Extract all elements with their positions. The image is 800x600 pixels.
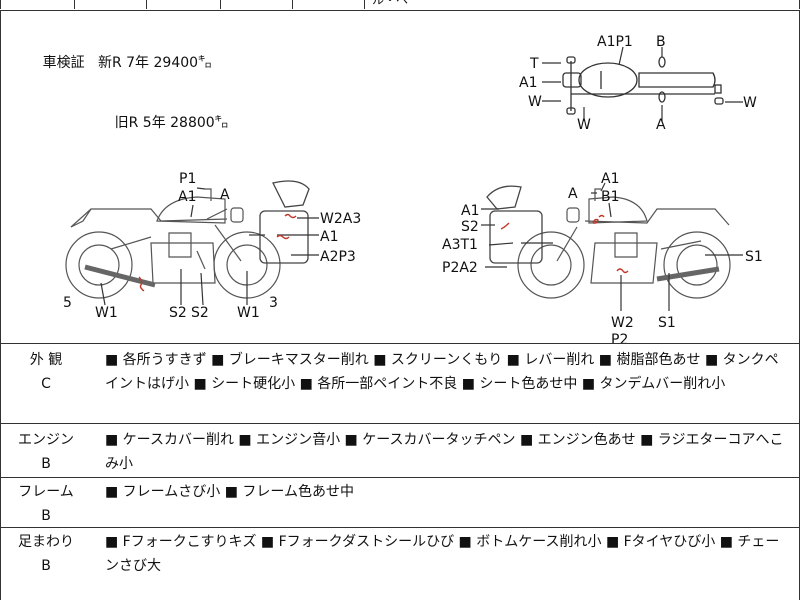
condition-grade: B xyxy=(41,456,51,472)
diagram-label: A1 xyxy=(519,75,537,91)
diagram-label: A1 xyxy=(601,171,619,187)
divider xyxy=(146,0,147,9)
divider xyxy=(74,0,75,9)
condition-grade: C xyxy=(41,376,51,392)
condition-notes: ■ 各所うすきず ■ ブレーキマスター削れ ■ スクリーンくもり ■ レバー削れ… xyxy=(105,352,779,392)
left-labels: P1 A1 A W2A3 A1 A2P3 5 W1 S2 S2 W1 3 xyxy=(63,171,361,321)
header-fragment: ル・ヘ xyxy=(372,0,409,7)
diagram-label: P2 xyxy=(611,332,628,343)
diagram-label: A xyxy=(220,187,230,203)
diagram-label: W1 xyxy=(95,305,118,321)
right-damage-marks xyxy=(500,214,629,274)
diagram-label: W xyxy=(743,95,757,111)
condition-row-engine: エンジン B ■ ケースカバー削れ ■ エンジン音小 ■ ケースカバータッチペン… xyxy=(0,423,800,477)
left-side-bike xyxy=(65,188,281,299)
right-pannier xyxy=(486,185,543,264)
new-registration: 新R 7年 29400㌔ xyxy=(97,55,213,71)
diagram-label: W xyxy=(577,117,591,133)
right-side-bike xyxy=(517,188,731,299)
diagram-label: 5 xyxy=(63,295,72,311)
diagram-label: B xyxy=(656,34,666,50)
inspection-label: 車検証 xyxy=(42,55,85,71)
diagram-label: S1 xyxy=(658,315,676,331)
diagram-label: S2 xyxy=(461,219,479,235)
diagram-label: W xyxy=(528,94,542,110)
diagram-label: W1 xyxy=(237,305,260,321)
diagram-label: S2 xyxy=(191,305,209,321)
condition-notes: ■ ケースカバー削れ ■ エンジン音小 ■ ケースカバータッチペン ■ エンジン… xyxy=(105,432,784,472)
diagram-label: W2 xyxy=(611,315,634,331)
condition-category: 足まわり xyxy=(18,534,74,550)
condition-row-exterior: 外 観 C ■ 各所うすきず ■ ブレーキマスター削れ ■ スクリーンくもり ■… xyxy=(0,343,800,423)
diagram-label: S1 xyxy=(745,249,763,265)
diagram-label: S2 xyxy=(169,305,187,321)
top-view-labels: A1P1 B T A1 W W A W xyxy=(519,34,757,133)
diagram-label: A1 xyxy=(178,189,196,205)
divider xyxy=(220,0,221,9)
condition-category: フレーム xyxy=(18,484,74,500)
diagram-label: A1 xyxy=(461,203,479,219)
diagram-label: A2P3 xyxy=(320,249,356,265)
top-table-strip: ル・ヘ xyxy=(0,0,800,11)
damage-diagram: 車検証 新R 7年 29400㌔ 旧R 5年 28800㌔ xyxy=(0,11,800,343)
condition-grade: B xyxy=(41,558,51,574)
diagram-label: A3T1 xyxy=(442,237,478,253)
left-damage-marks xyxy=(138,213,297,292)
diagram-label: A xyxy=(656,117,666,133)
condition-table: 外 観 C ■ 各所うすきず ■ ブレーキマスター削れ ■ スクリーンくもり ■… xyxy=(0,343,800,600)
divider xyxy=(364,0,365,9)
top-view-leaders xyxy=(542,46,743,121)
diagram-label: A xyxy=(568,186,578,202)
condition-notes: ■ フレームさび小 ■ フレーム色あせ中 xyxy=(105,484,354,500)
diagram-label: P1 xyxy=(179,171,196,187)
diagram-label: B1 xyxy=(601,189,620,205)
right-labels: A1 A B1 A1 S2 A3T1 P2A2 S1 W2 P2 S1 xyxy=(442,171,763,343)
diagram-label: 3 xyxy=(269,295,278,311)
top-view-bike xyxy=(562,56,724,115)
condition-row-frame: フレーム B ■ フレームさび小 ■ フレーム色あせ中 xyxy=(0,477,800,527)
divider xyxy=(0,0,1,9)
inspection-certificate: 車検証 新R 7年 29400㌔ 旧R 5年 28800㌔ xyxy=(7,33,229,153)
condition-category: エンジン xyxy=(18,432,74,448)
divider xyxy=(292,0,293,9)
diagram-label: A1 xyxy=(320,229,338,245)
condition-grade: B xyxy=(41,508,51,524)
diagram-label: W2A3 xyxy=(320,211,361,227)
diagram-label: T xyxy=(529,56,539,72)
diagram-label: A1P1 xyxy=(597,34,633,50)
old-registration: 旧R 5年 28800㌔ xyxy=(114,115,229,131)
diagram-label: P2A2 xyxy=(442,260,478,276)
condition-category: 外 観 xyxy=(29,352,63,368)
right-leaders xyxy=(481,182,743,311)
condition-row-suspension: 足まわり B ■ Fフォークこすりキズ ■ Fフォークダストシールひび ■ ボト… xyxy=(0,527,800,600)
left-leaders xyxy=(100,187,319,306)
left-pannier xyxy=(259,180,310,264)
motorcycle-diagrams: A1P1 B T A1 W W A W xyxy=(63,34,763,343)
condition-notes: ■ Fフォークこすりキズ ■ Fフォークダストシールひび ■ ボトムケース削れ小… xyxy=(105,534,780,574)
